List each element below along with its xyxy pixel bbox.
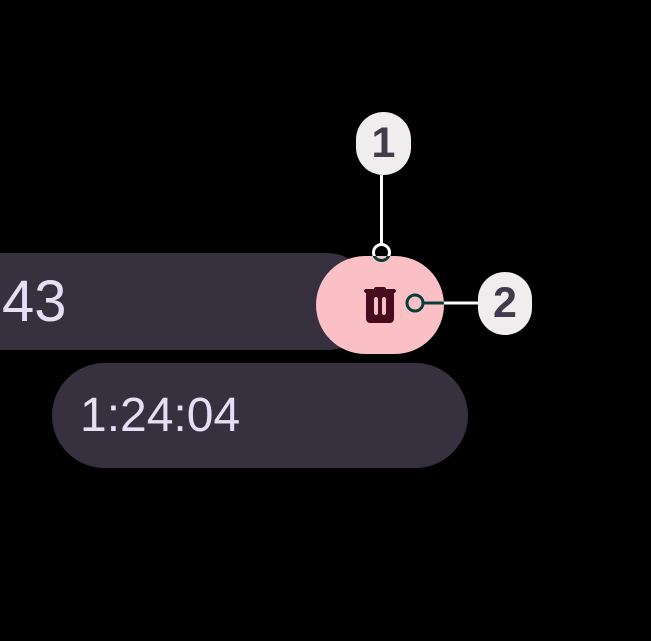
delete-button[interactable] [316, 256, 444, 354]
callout-2-number: 2 [493, 279, 517, 327]
lap-time-chip: 1:24:04 [52, 363, 468, 468]
callout-1-number: 1 [371, 119, 396, 167]
stopwatch-time-text: 43 [2, 269, 67, 334]
callout-1-bubble: 1 [356, 112, 411, 175]
delete-icon [364, 287, 396, 323]
stopwatch-time-chip: 43 [0, 253, 375, 350]
lap-time-text: 1:24:04 [80, 389, 241, 442]
callout-2-bubble: 2 [478, 272, 532, 335]
